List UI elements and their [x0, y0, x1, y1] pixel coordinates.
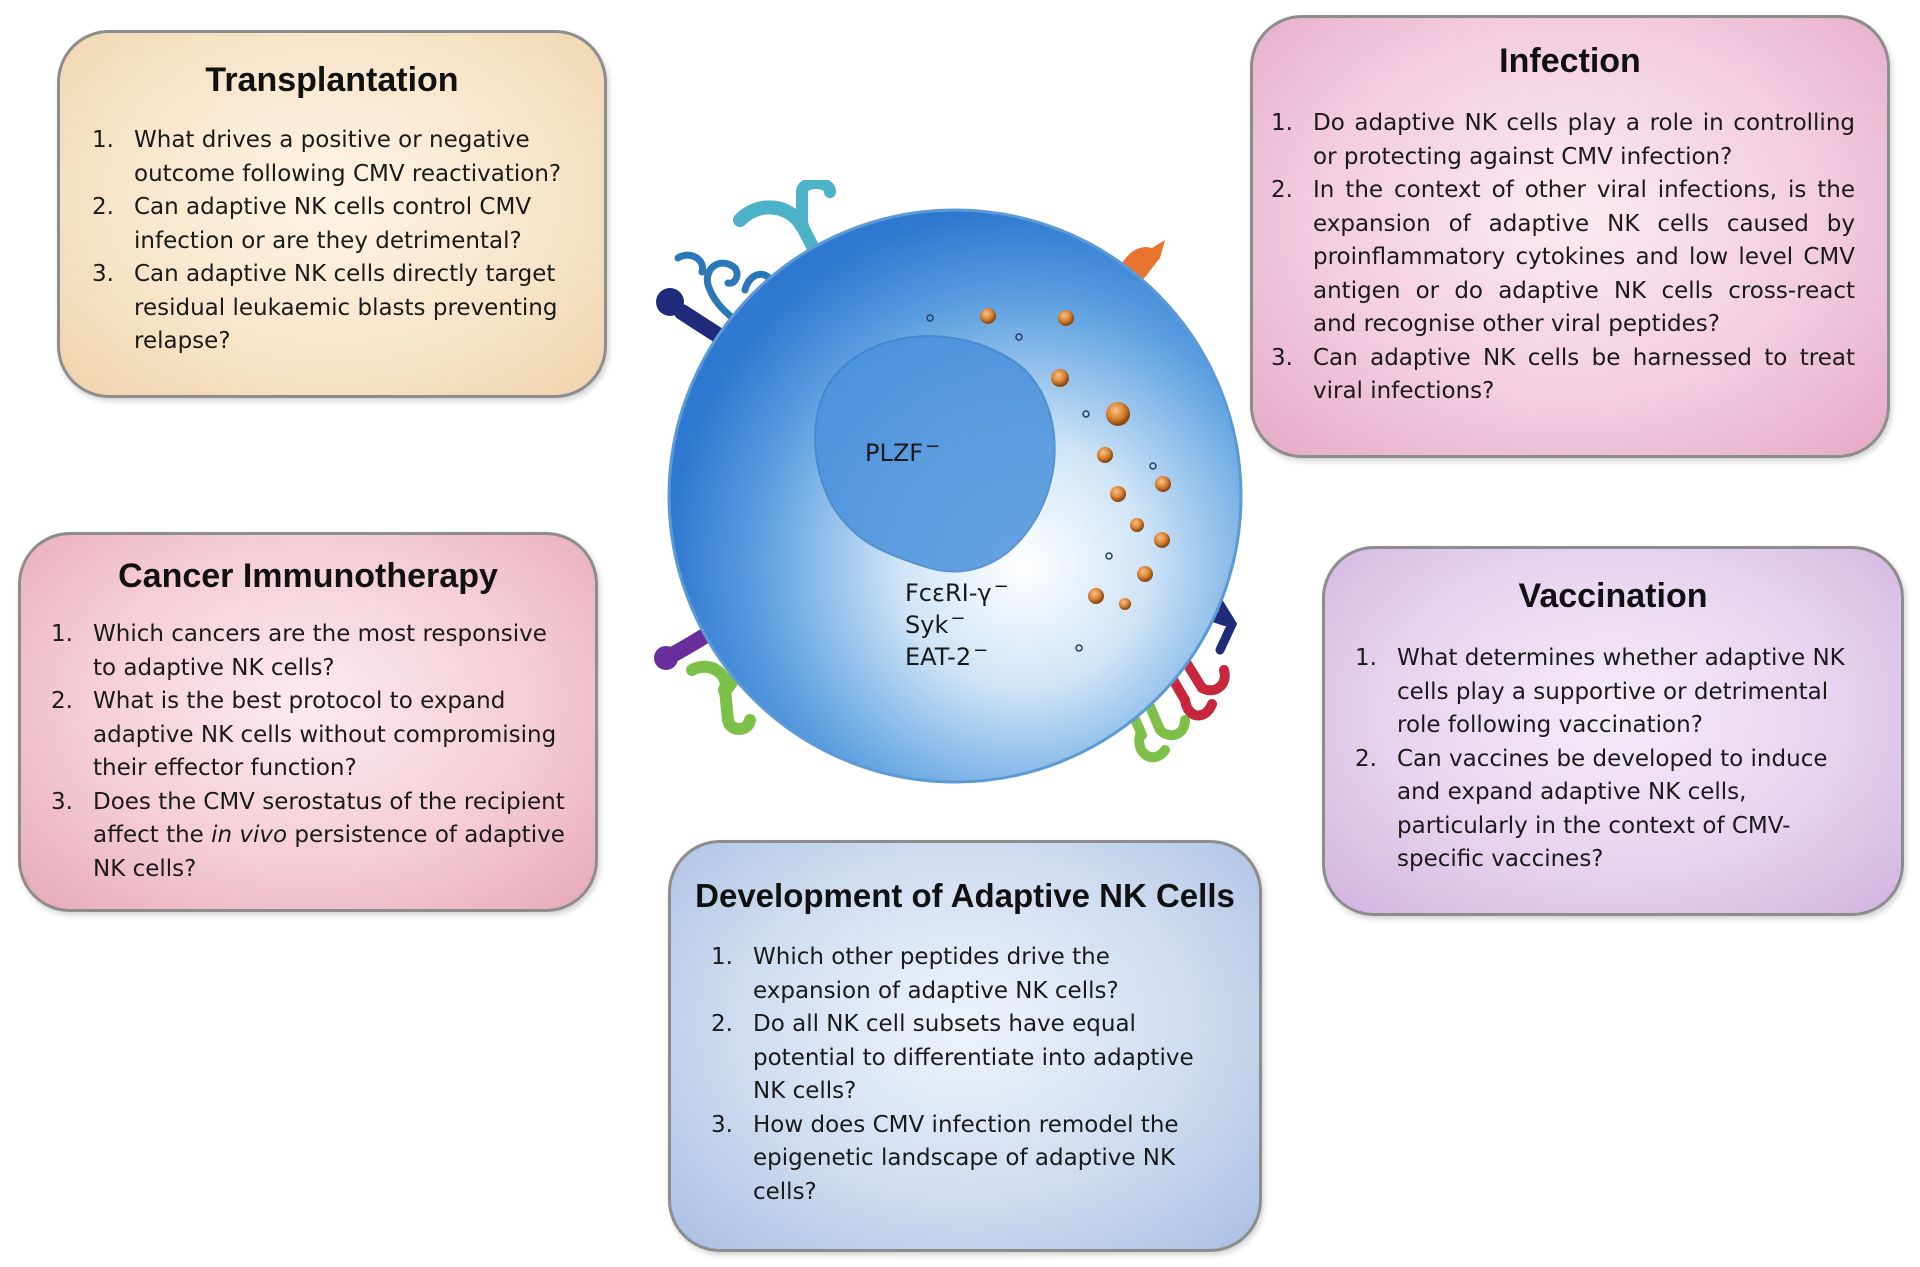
list-item: 2.What is the best protocol to expand ad…: [51, 688, 557, 781]
cancer-immunotherapy-title: Cancer Immunotherapy: [118, 557, 498, 595]
list-item: 3.How does CMV infection remodel the epi…: [711, 1111, 1179, 1205]
vaccination-title: Vaccination: [1518, 577, 1708, 615]
list-item: 3.Does the CMV serostatus of the recipie…: [51, 788, 565, 882]
marker-label: EAT-2−: [905, 640, 989, 671]
list-item: 1.Which other peptides drive the expansi…: [711, 944, 1119, 1004]
vaccination-box: Vaccination 1.What determines whether ad…: [1322, 546, 1904, 916]
list-item: 2.Can adaptive NK cells control CMV infe…: [92, 194, 532, 254]
granules: [926, 308, 1171, 652]
transplantation-box: Transplantation 1.What drives a positive…: [57, 30, 607, 398]
list-item: 1.What determines whether adaptive NK ce…: [1355, 645, 1845, 738]
list-item: 3.Can adaptive NK cells directly target …: [92, 261, 558, 354]
marker-label: FcεRI-γ−: [905, 576, 1009, 607]
development-box: Development of Adaptive NK Cells 1.Which…: [668, 840, 1262, 1252]
infection-list: 1.Do adaptive NK cells play a role in co…: [1271, 107, 1855, 409]
transplantation-title: Transplantation: [205, 61, 459, 99]
nk-cell-illustration: [654, 180, 1243, 784]
list-item: 2.Do all NK cell subsets have equal pote…: [711, 1011, 1194, 1104]
list-item: 1.Which cancers are the most responsive …: [51, 621, 547, 681]
development-title: Development of Adaptive NK Cells: [695, 877, 1235, 914]
list-item: 1.What drives a positive or negative out…: [92, 127, 562, 187]
list-item: 2.Can vaccines be developed to induce an…: [1355, 745, 1828, 873]
marker-label: Syk−: [905, 608, 966, 639]
development-list: 1.Which other peptides drive the expansi…: [711, 941, 1231, 1209]
infection-title: Infection: [1499, 42, 1641, 80]
list-item: 2.In the context of other viral infectio…: [1271, 177, 1855, 337]
cancer-immunotherapy-box: Cancer Immunotherapy 1.Which cancers are…: [18, 532, 598, 912]
nucleus-label: PLZF−: [865, 436, 941, 467]
infection-box: Infection 1.Do adaptive NK cells play a …: [1250, 15, 1890, 458]
vaccination-list: 1.What determines whether adaptive NK ce…: [1355, 642, 1875, 877]
cancer-immunotherapy-list: 1.Which cancers are the most responsive …: [51, 618, 571, 886]
list-item: 1.Do adaptive NK cells play a role in co…: [1271, 110, 1855, 170]
transplantation-list: 1.What drives a positive or negative out…: [92, 124, 562, 359]
list-item: 3.Can adaptive NK cells be harnessed to …: [1271, 344, 1855, 405]
cell-nucleus: [814, 335, 1056, 573]
